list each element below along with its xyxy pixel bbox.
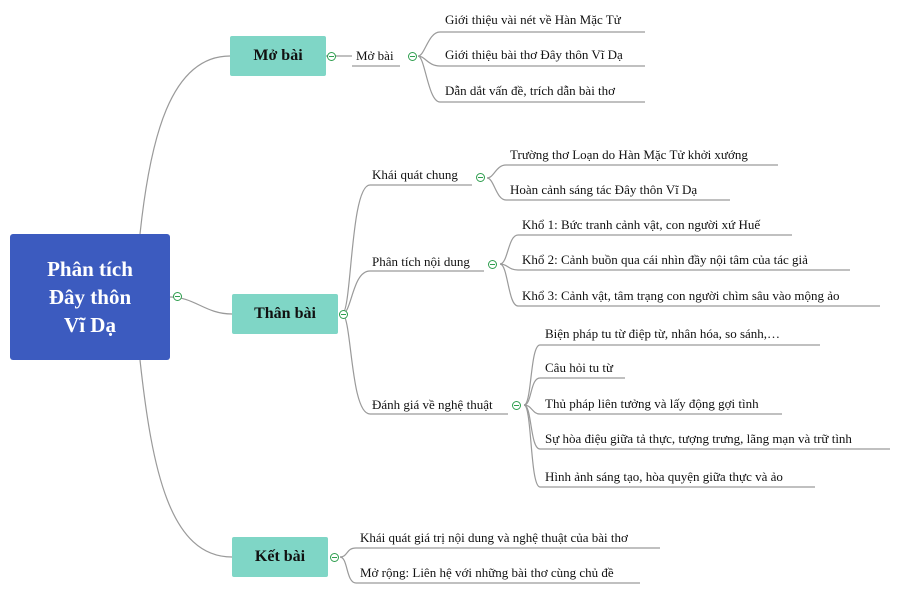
root-title-line-3: Vĩ Dạ: [64, 313, 116, 337]
branch-mo-bai-toggle[interactable]: [327, 52, 336, 61]
than-bai-sub-3-toggle[interactable]: [512, 401, 521, 410]
root-title-line-1: Phân tích: [47, 257, 133, 281]
sub-3-item-3[interactable]: Thủ pháp liên tưởng và lấy động gợi tình: [545, 396, 759, 411]
root-collapse-toggle[interactable]: [173, 292, 182, 301]
than-bai-sub-1-toggle[interactable]: [476, 173, 485, 182]
connector-sub2-item2: [499, 263, 850, 271]
than-bai-sub-1-label[interactable]: Khái quát chung: [372, 167, 458, 182]
ket-bai-item-1[interactable]: Khái quát giá trị nội dung và nghệ thuật…: [360, 530, 628, 545]
connector-mobai-item2: [417, 55, 645, 67]
branch-than-bai[interactable]: Thân bài: [232, 294, 338, 334]
than-bai-sub-2-label[interactable]: Phân tích nội dung: [372, 254, 470, 269]
mo-bai-item-1[interactable]: Giới thiệu vài nét về Hàn Mặc Tử: [445, 12, 621, 27]
sub-1-item-1[interactable]: Trường thơ Loạn do Hàn Mặc Tử khởi xướng: [510, 147, 748, 162]
sub-2-item-2[interactable]: Khổ 2: Cảnh buồn qua cái nhìn đầy nội tâ…: [522, 252, 808, 267]
sub-3-item-4[interactable]: Sự hòa điệu giữa tả thực, tượng trưng, l…: [545, 431, 852, 446]
connector-sub1-item2: [486, 177, 730, 201]
connector-thanbai-sub1: [341, 184, 472, 315]
branch-than-bai-label: Thân bài: [254, 305, 316, 322]
root-title-line-2: Đây thôn: [48, 285, 132, 309]
branch-than-bai-toggle[interactable]: [339, 310, 348, 319]
mo-bai-sub-toggle[interactable]: [408, 52, 417, 61]
connector-thanbai-sub3: [341, 313, 508, 415]
connector-root-mobai: [139, 55, 231, 235]
connector-mobai-item3: [417, 55, 645, 103]
sub-3-item-5[interactable]: Hình ảnh sáng tạo, hòa quyện giữa thực v…: [545, 469, 783, 484]
mo-bai-item-2[interactable]: Giới thiệu bài thơ Đây thôn Vĩ Dạ: [445, 47, 623, 62]
branch-ket-bai-label: Kết bài: [254, 548, 306, 565]
sub-3-item-2[interactable]: Câu hỏi tu từ: [545, 360, 614, 375]
connector-thanbai-sub2: [341, 270, 484, 315]
than-bai-sub-3-label[interactable]: Đánh giá về nghệ thuật: [372, 397, 493, 412]
ket-bai-item-2[interactable]: Mở rộng: Liên hệ với những bài thơ cùng …: [360, 565, 614, 580]
mo-bai-item-3[interactable]: Dẫn dắt vấn đề, trích dẫn bài thơ: [445, 83, 616, 98]
connector-sub1-item1: [486, 164, 778, 179]
connector-ketbai-item1: [339, 547, 660, 558]
connector-sub3-item3: [523, 404, 782, 415]
sub-3-item-1[interactable]: Biện pháp tu từ điệp từ, nhân hóa, so sá…: [545, 326, 781, 341]
branch-ket-bai-toggle[interactable]: [330, 553, 339, 562]
sub-1-item-2[interactable]: Hoàn cảnh sáng tác Đây thôn Vĩ Dạ: [510, 182, 698, 197]
than-bai-sub-2-toggle[interactable]: [488, 260, 497, 269]
root-topic[interactable]: Phân tích Đây thôn Vĩ Dạ: [10, 234, 170, 360]
connector-root-ketbai: [139, 359, 233, 558]
sub-2-item-1[interactable]: Khổ 1: Bức tranh cảnh vật, con người xứ …: [522, 217, 761, 232]
branch-ket-bai[interactable]: Kết bài: [232, 537, 328, 577]
connector-sub3-item2: [523, 377, 625, 406]
branch-mo-bai-label: Mở bài: [253, 47, 303, 64]
connector-sub2-item3: [499, 263, 880, 307]
branch-mo-bai[interactable]: Mở bài: [230, 36, 326, 76]
connector-sub2-item1: [499, 234, 792, 265]
connector-sub3-item5: [523, 404, 815, 488]
mo-bai-sub-label[interactable]: Mở bài: [356, 48, 394, 63]
sub-2-item-3[interactable]: Khổ 3: Cảnh vật, tâm trạng con người chì…: [522, 288, 840, 303]
connector-ketbai-item2: [339, 556, 640, 584]
connector-mobai-item1: [417, 31, 645, 57]
